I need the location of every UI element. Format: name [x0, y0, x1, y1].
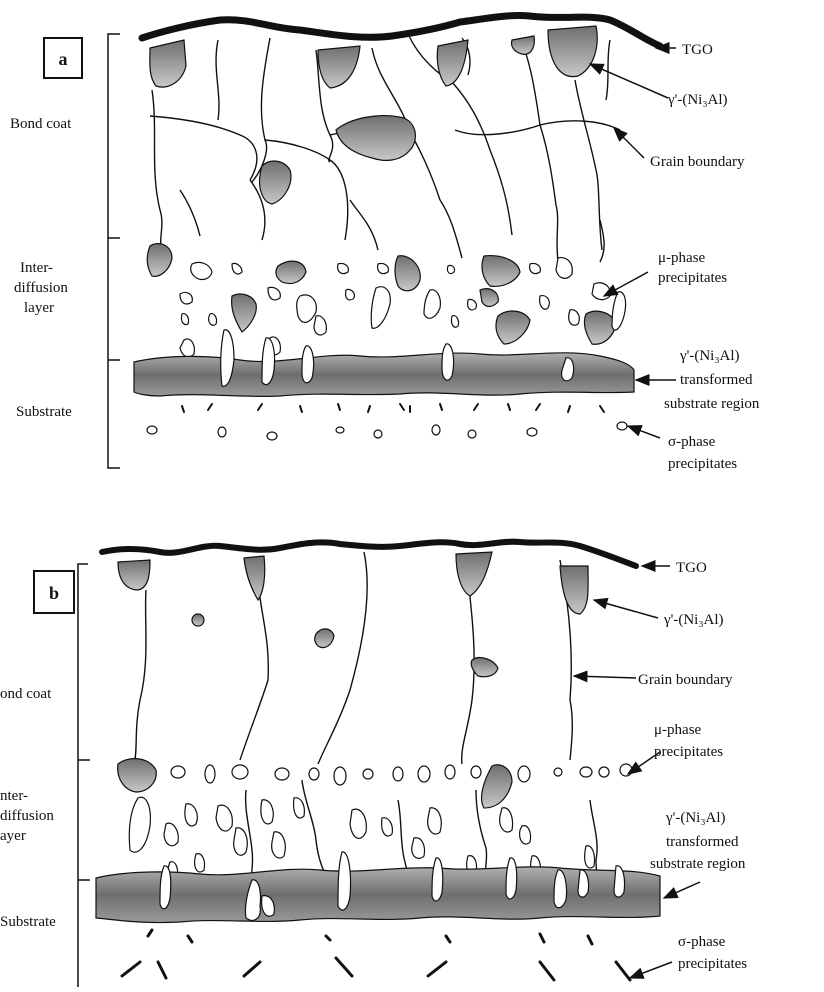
panel-b-bond-coat-label: ond coat — [0, 686, 52, 702]
panel-b-layer-bracket — [78, 564, 88, 987]
panel-a-transformed-label-2: transformed — [680, 372, 753, 388]
panel-a-transformed-label-3: substrate region — [664, 396, 760, 412]
panel-b-grain-boundary-label: Grain boundary — [638, 672, 733, 688]
panel-a-mu-phase-precipitates — [147, 244, 625, 357]
panel-b-tgo-layer — [102, 542, 636, 566]
panel-b-substrate-label: Substrate — [0, 914, 56, 930]
panel-b-gamma-prime-label: γ'-(Ni₃Al) — [663, 612, 724, 628]
panel-b-layer-dividers — [78, 760, 90, 880]
panel-b-mu-phase-label-1: μ-phase — [654, 722, 702, 738]
panel-a-layer-dividers — [108, 238, 120, 360]
panel-a-sigma-phase-label-2: precipitates — [668, 456, 737, 472]
panel-b: b ond coat nter- diffusion ayer Substrat… — [0, 542, 747, 987]
panel-b-transformed-label-2: transformed — [666, 834, 739, 850]
panel-a-inter-label-1: Inter- — [20, 260, 53, 276]
panel-a-bond-coat-label: Bond coat — [10, 116, 72, 132]
panel-b-tgo-label: TGO — [676, 560, 707, 576]
panel-b-inter-label-3: ayer — [0, 828, 26, 844]
panel-b-letter: b — [49, 583, 59, 603]
panel-b-sigma-phase-label-1: σ-phase — [678, 934, 726, 950]
panel-b-transformed-substrate-region — [96, 867, 660, 923]
panel-b-sigma-phase-needles — [122, 930, 630, 980]
panel-a-sigma-phase-label-1: σ-phase — [668, 434, 716, 450]
panel-b-inter-label-1: nter- — [0, 788, 28, 804]
panel-a-inter-label-2: diffusion — [14, 280, 68, 296]
panel-a-transformed-substrate-region — [134, 353, 634, 397]
panel-a-layer-bracket — [108, 34, 120, 468]
panel-a-mu-phase-label-2: precipitates — [658, 270, 727, 286]
panel-b-sigma-phase-label-2: precipitates — [678, 956, 747, 972]
panel-b-inter-label-2: diffusion — [0, 808, 54, 824]
panel-a-transformed-label-1: γ'-(Ni₃Al) — [679, 348, 740, 364]
panel-a-substrate-label: Substrate — [16, 404, 72, 420]
panel-b-transformed-label-1: γ'-(Ni₃Al) — [665, 810, 726, 826]
panel-b-transformed-label-3: substrate region — [650, 856, 746, 872]
panel-a-mu-phase-label-1: μ-phase — [658, 250, 706, 266]
panel-a: a Bond coat Inter- diffusion layer Subst… — [10, 15, 760, 472]
panel-a-inter-label-3: layer — [24, 300, 54, 316]
panel-a-sigma-phase-precipitates — [147, 422, 627, 440]
panel-a-tgo-label: TGO — [682, 42, 713, 58]
panel-a-letter: a — [59, 49, 68, 69]
panel-b-mu-phase-label-2: precipitates — [654, 744, 723, 760]
panel-a-sigma-phase-needles — [182, 404, 604, 412]
panel-b-mu-phase-precipitates — [129, 764, 632, 883]
panel-a-grain-boundary-label: Grain boundary — [650, 154, 745, 170]
panel-a-gamma-prime-label: γ'-(Ni₃Al) — [667, 92, 728, 108]
